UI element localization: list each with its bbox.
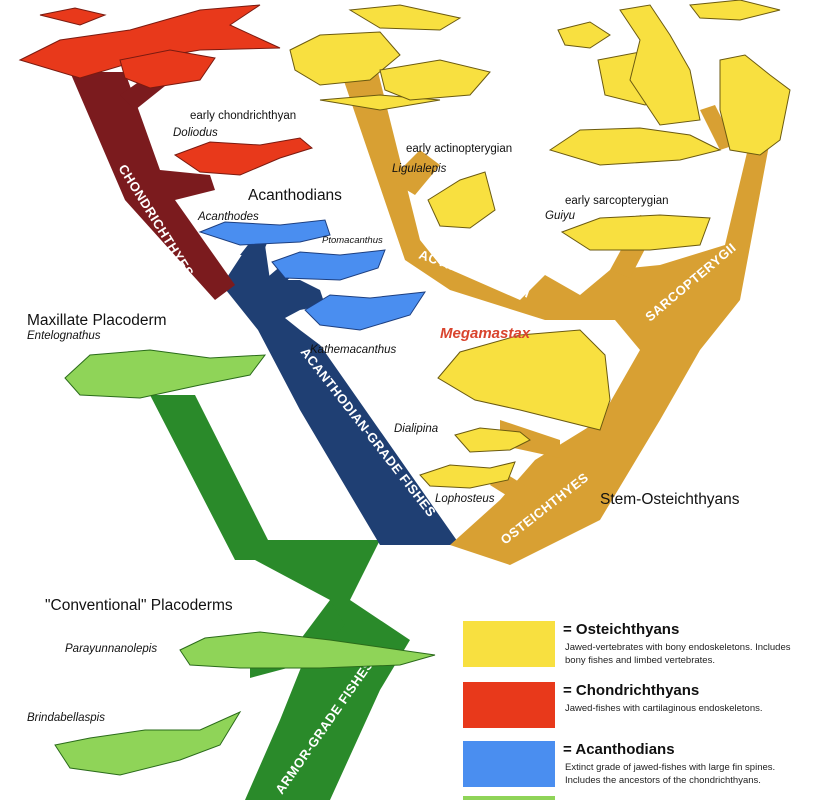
dialipina-label: Dialipina xyxy=(394,423,439,435)
legend-desc-chondrichthyans: Jawed-fishes with cartilaginous endoskel… xyxy=(565,703,763,714)
bird-icon xyxy=(689,0,781,21)
lophosteus-label: Lophosteus xyxy=(435,493,495,505)
legend-title-chondrichthyans: = Chondrichthyans xyxy=(563,682,700,699)
legend-swatch-placoderms xyxy=(463,796,555,800)
legend-swatch-chondrichthyans xyxy=(463,682,555,728)
osteichthyan-fishes xyxy=(289,0,791,489)
chondrichthyes-branch xyxy=(70,72,235,300)
legend-swatch-osteichthyans xyxy=(463,621,555,667)
acanthodes-label: Acanthodes xyxy=(198,211,259,223)
ptomacanthus-label: Ptomacanthus xyxy=(322,235,383,246)
kathemacanthus-icon xyxy=(304,291,426,331)
osteichthyes-twig-e xyxy=(700,105,735,150)
megamastax-icon xyxy=(437,329,611,431)
doliodus-icon xyxy=(173,137,314,176)
parayunnanolepis-label: Parayunnanolepis xyxy=(65,643,158,655)
early-sarcopterygian-label: early sarcopterygian xyxy=(565,195,669,207)
osteichthyes-twig-a xyxy=(390,150,440,195)
parayunnanolepis-icon xyxy=(179,631,436,669)
entelognathus-icon xyxy=(64,349,267,399)
megamastax-label: Megamastax xyxy=(440,325,531,342)
guiyu-label: Guiyu xyxy=(545,210,576,222)
acanthodian-fishes xyxy=(198,219,426,331)
guiyu-icon xyxy=(560,214,711,251)
osteichthyes-branch xyxy=(330,40,770,565)
chondrichthyan-fishes xyxy=(18,4,314,176)
ligulalepis-icon xyxy=(427,171,496,229)
doliodus-label: Doliodus xyxy=(173,127,218,139)
kangaroo-icon xyxy=(619,4,701,126)
penguin-icon xyxy=(719,54,791,156)
entelognathus-label: Entelognathus xyxy=(27,330,101,342)
osteichthyes-twig-c xyxy=(500,420,560,458)
legend-swatch-acanthodians xyxy=(463,741,555,787)
conventional-placoderms-label: "Conventional" Placoderms xyxy=(45,597,233,614)
fish-icon xyxy=(289,31,401,86)
ligulalepis-label: Ligulalepis xyxy=(392,163,447,175)
shark-icon xyxy=(39,7,107,26)
lungfish-icon xyxy=(548,127,722,166)
shark-icon xyxy=(18,4,281,79)
placoderm-fishes xyxy=(54,349,436,776)
frog-icon xyxy=(557,21,611,49)
dialipina-icon xyxy=(454,427,531,453)
stem-osteichthyans-label: Stem-Osteichthyans xyxy=(600,491,740,508)
brindabellaspis-icon xyxy=(54,710,242,776)
branches xyxy=(70,40,770,800)
brindabellaspis-label: Brindabellaspis xyxy=(27,712,105,724)
acanthodes-icon xyxy=(198,219,331,246)
legend-desc-osteichthyans: Jawed-vertebrates with bony endoskeleton… xyxy=(565,642,791,666)
legend-desc-acanthodians: Extinct grade of jawed-fishes with large… xyxy=(565,762,776,786)
early-actinopterygian-label: early actinopterygian xyxy=(406,143,513,155)
arowana-icon xyxy=(379,59,491,101)
ptomacanthus-icon xyxy=(271,249,386,281)
ray-icon xyxy=(119,49,216,89)
acanthodian-branch xyxy=(222,245,460,545)
lophosteus-icon xyxy=(419,461,516,489)
sturgeon-icon xyxy=(348,4,462,31)
kathemacanthus-label: Kathemacanthus xyxy=(310,344,397,356)
legend-title-osteichthyans: = Osteichthyans xyxy=(563,621,680,638)
legend-title-acanthodians: = Acanthodians xyxy=(563,741,675,758)
placoderm-branch xyxy=(150,395,410,800)
early-chondrichthyan-label: early chondrichthyan xyxy=(190,110,297,122)
maxillate-placoderm-label: Maxillate Placoderm xyxy=(27,312,167,329)
acanthodians-label: Acanthodians xyxy=(248,187,342,204)
